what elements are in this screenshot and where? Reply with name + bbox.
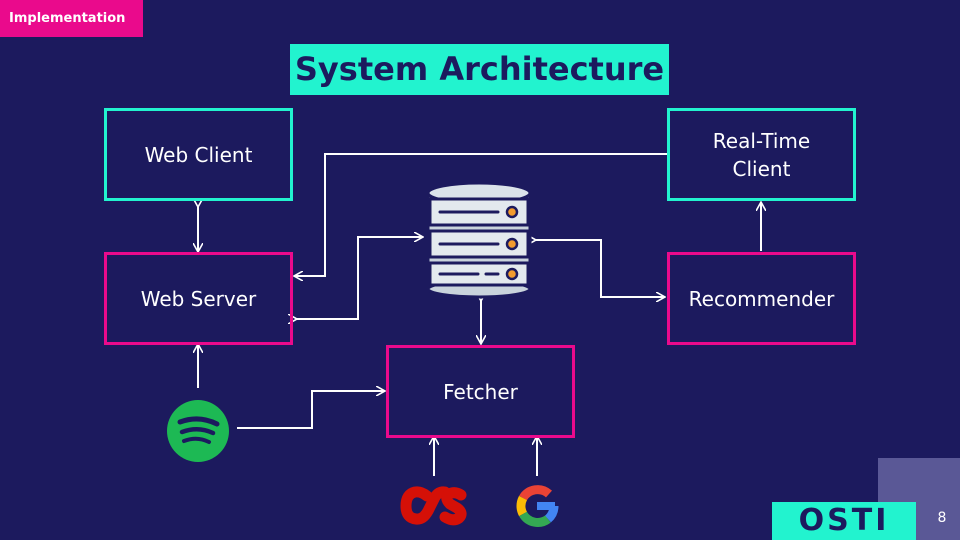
spotify-to-fetcher-arrow [237,391,384,429]
web-server-box: Web Server [104,252,293,345]
osti-logo: OSTI [772,502,916,540]
web-server-label: Web Server [140,286,257,311]
recommender-label: Recommender [688,286,835,311]
server-database-arrow [296,237,422,319]
page-number: 8 [937,510,947,526]
section-tag: Implementation [0,0,143,37]
recommender-box: Recommender [667,252,856,345]
fetcher-box: Fetcher [386,345,575,438]
page-title: System Architecture [290,44,669,95]
web-client-label: Web Client [144,142,253,167]
fetcher-label: Fetcher [443,379,518,404]
spotify-icon [167,400,229,462]
real-time-client-box: Real-Time Client [667,108,856,201]
database-recommender-arrow [535,240,664,297]
real-time-client-label: Real-Time Client [712,128,811,181]
google-icon [516,485,559,527]
database-icon [426,181,532,299]
lastfm-icon [400,486,467,526]
web-client-box: Web Client [104,108,293,201]
